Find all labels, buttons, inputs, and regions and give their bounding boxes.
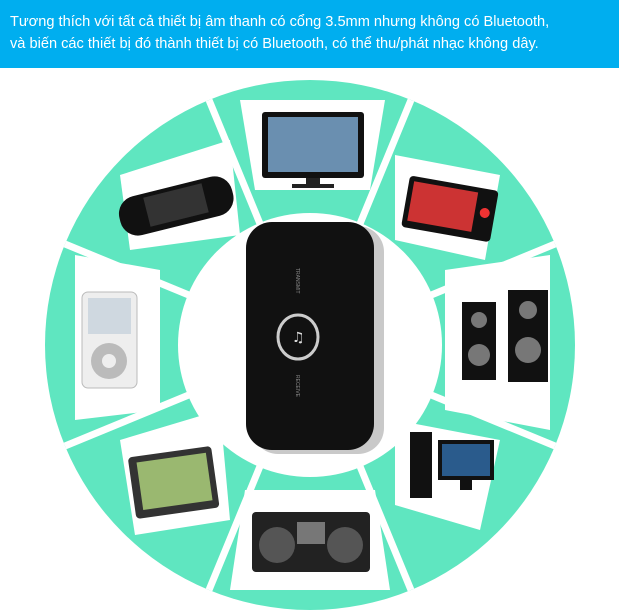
music-note-icon: ♫ bbox=[292, 330, 305, 346]
television-icon bbox=[262, 112, 364, 188]
psp-game-console-icon bbox=[118, 176, 234, 236]
banner-line-1: Tương thích với tất cả thiết bị âm thanh… bbox=[10, 14, 550, 30]
speakers-icon bbox=[462, 290, 548, 382]
transmit-label: TRANSMIT bbox=[294, 268, 300, 294]
header-banner: Tương thích với tất cả thiết bị âm thanh… bbox=[0, 0, 619, 68]
media-player-icon bbox=[401, 176, 499, 242]
bluetooth-adapter: ♫ TRANSMIT RECEIVE bbox=[246, 222, 384, 454]
gps-navigator-icon bbox=[128, 446, 220, 519]
receive-label: RECEIVE bbox=[294, 375, 300, 398]
ipod-icon bbox=[81, 291, 138, 389]
music-note-button bbox=[276, 313, 320, 361]
banner-line-2: và biến các thiết bị đó thành thiết bị c… bbox=[10, 36, 539, 52]
boombox-icon bbox=[252, 512, 370, 572]
desktop-computer-icon bbox=[410, 432, 494, 498]
